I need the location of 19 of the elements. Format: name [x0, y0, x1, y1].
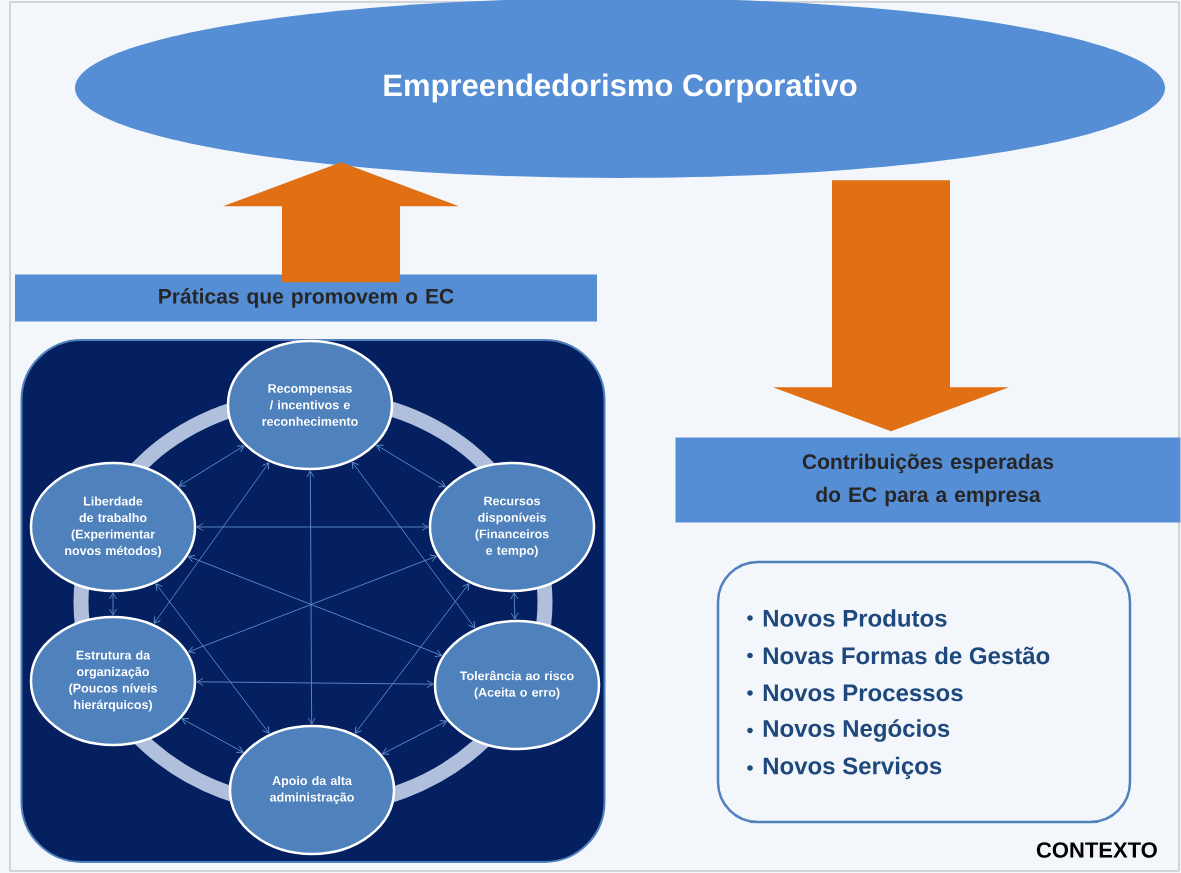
- context-label: CONTEXTO: [1036, 842, 1157, 858]
- arrow: [382, 720, 447, 755]
- block-arrow: [223, 162, 459, 283]
- arrow: [351, 461, 476, 629]
- arrow: [153, 462, 270, 624]
- arrow: [196, 678, 434, 688]
- arrow: [196, 523, 429, 531]
- arrow: [181, 718, 244, 753]
- arrow: [178, 445, 245, 487]
- heading-band: Práticas que promovem o EC: [15, 274, 597, 322]
- arrow: [510, 592, 519, 620]
- arrow: [354, 583, 470, 734]
- arrow: [109, 592, 117, 616]
- heading-band: Contribuições esperadas do EC para a empresa: [675, 437, 1181, 523]
- arrow: [155, 583, 270, 734]
- list-box: Novos Produtos Novas Formas de Gestão Novos Processos Novos Negócios Novos Serviços: [716, 560, 1132, 824]
- block-arrow: [773, 180, 1009, 432]
- arrow: [306, 470, 316, 725]
- arrow: [376, 444, 446, 488]
